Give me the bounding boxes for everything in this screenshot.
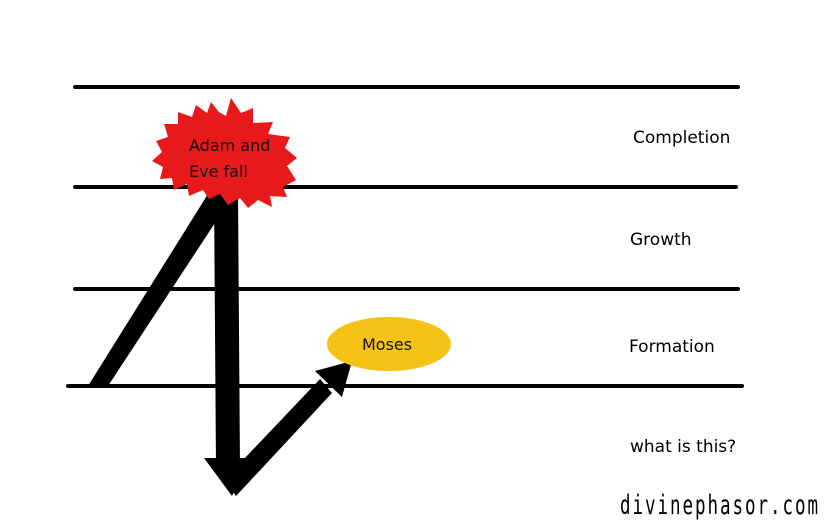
falling-stroke [214,192,240,468]
level-label-question: what is this? [630,437,736,457]
moses-event-label: Moses [362,335,412,354]
level-label-formation: Formation [629,337,715,357]
level-label-growth: Growth [630,230,692,250]
moses-blob-shape [327,317,451,371]
rising-stroke [88,186,232,386]
site-watermark: divinephasor.com [620,490,820,521]
fall-burst-shape [152,98,297,208]
fall-event-label-line1: Adam and [189,136,270,155]
moses-event: Moses [327,317,451,371]
recovery-arrowhead [315,361,352,397]
fall-event-label-line2: Eve fall [189,162,248,181]
fall-event: Adam and Eve fall [152,98,297,208]
recovery-stroke [224,379,332,496]
level-label-completion: Completion [633,128,730,148]
